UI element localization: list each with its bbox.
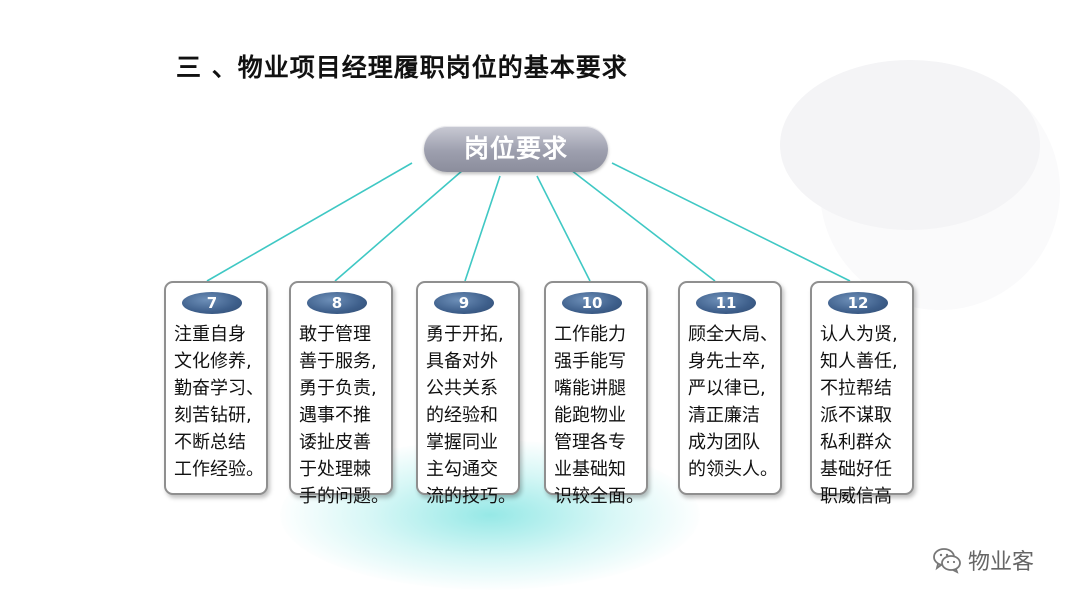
requirement-card: 12 认人为贤, 知人善任, 不拉帮结 派不谋取 私利群众 基础好任 职威信高 — [810, 281, 914, 507]
requirement-card: 10 工作能力 强手能写 嘴能讲腿 能跑物业 管理各专 业基础知 识较全面。 — [544, 281, 648, 507]
card-text: 勇于开拓, 具备对外 公共关系 的经验和 掌握同业 主勾通交 流的技巧。 — [426, 324, 516, 507]
card-text: 敢于管理 善于服务, 勇于负责, 遇事不推 诿扯皮善 于处理棘 手的问题。 — [299, 324, 389, 507]
card-number-badge: 11 — [696, 292, 756, 314]
connector-line — [334, 169, 464, 282]
card-text: 工作能力 强手能写 嘴能讲腿 能跑物业 管理各专 业基础知 识较全面。 — [554, 324, 644, 507]
page-title: 三 、物业项目经理履职岗位的基本要求 — [176, 53, 628, 82]
connector-line — [536, 175, 591, 282]
card-text: 顾全大局、 身先士卒, 严以律已, 清正廉洁 成为团队 的领头人。 — [688, 324, 778, 480]
card-text: 注重自身 文化修养, 勤奋学习、 刻苦钻研, 不断总结 工作经验。 — [174, 324, 264, 480]
wechat-icon — [933, 548, 961, 574]
card-number-badge: 12 — [828, 292, 888, 314]
card-number-badge: 9 — [434, 292, 494, 314]
card-number-badge: 7 — [182, 292, 242, 314]
card-text: 认人为贤, 知人善任, 不拉帮结 派不谋取 私利群众 基础好任 职威信高 — [820, 324, 898, 507]
watermark: 物业客 — [932, 540, 1034, 580]
connector-line — [464, 175, 501, 282]
connector-line — [206, 162, 413, 282]
center-label: 岗位要求 — [463, 134, 568, 163]
connector-line — [570, 169, 716, 282]
requirement-card: 11 顾全大局、 身先士卒, 严以律已, 清正廉洁 成为团队 的领头人。 — [678, 281, 782, 495]
center-label-pill: 岗位要求 — [424, 126, 608, 172]
watermark-text: 物业客 — [968, 550, 1035, 575]
requirement-card: 7 注重自身 文化修养, 勤奋学习、 刻苦钻研, 不断总结 工作经验。 — [164, 281, 268, 495]
card-number-badge: 10 — [562, 292, 622, 314]
requirement-card: 8 敢于管理 善于服务, 勇于负责, 遇事不推 诿扯皮善 于处理棘 手的问题。 — [289, 281, 393, 507]
background-circle — [780, 60, 1040, 230]
card-number-badge: 8 — [307, 292, 367, 314]
requirement-card: 9 勇于开拓, 具备对外 公共关系 的经验和 掌握同业 主勾通交 流的技巧。 — [416, 281, 520, 507]
connector-line — [611, 162, 851, 282]
